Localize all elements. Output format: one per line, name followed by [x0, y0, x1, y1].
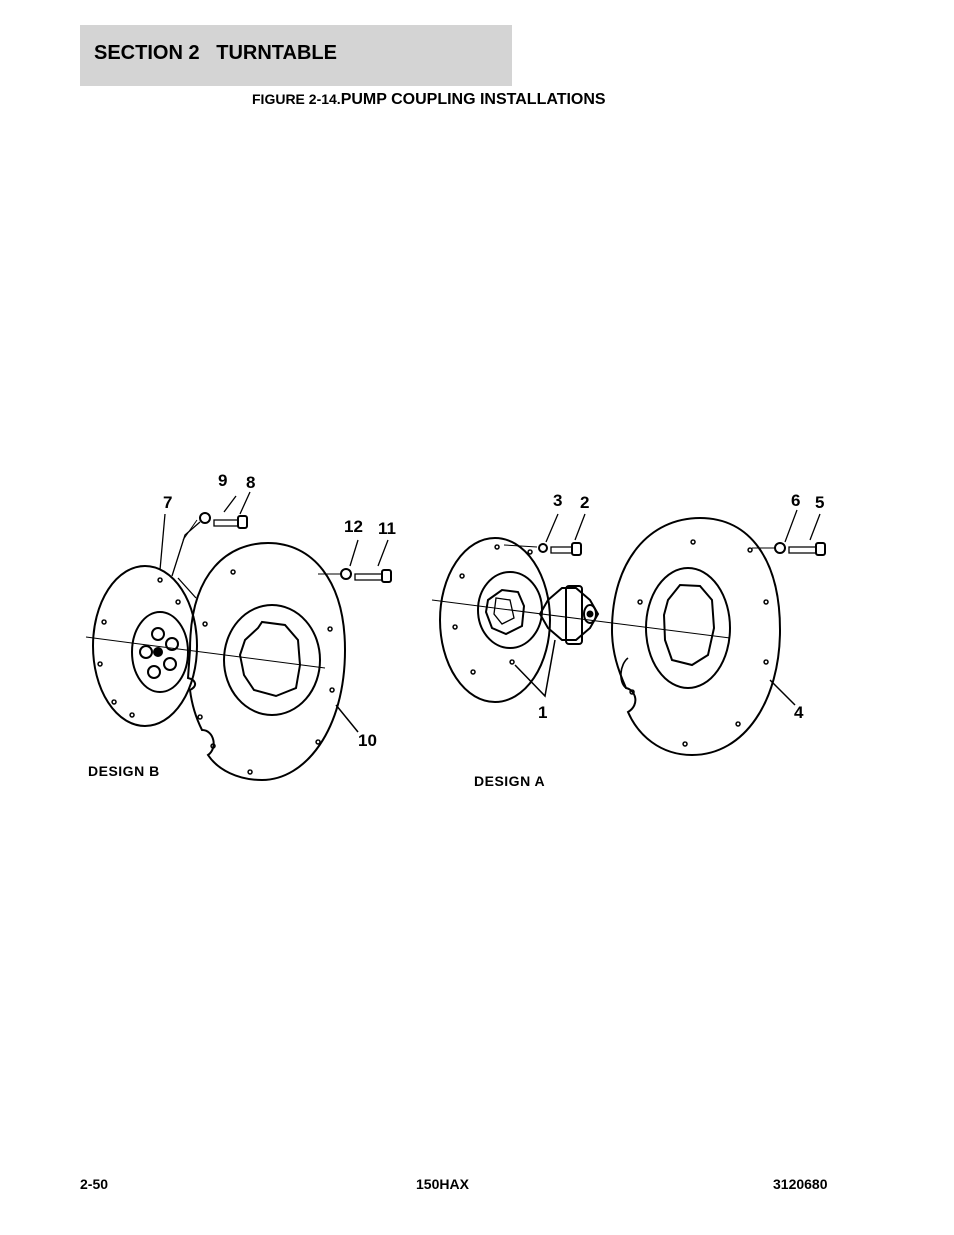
design-a-drive-disc — [610, 516, 782, 757]
callout-12: 12 — [344, 517, 363, 536]
model-name: 150HAX — [416, 1176, 469, 1192]
page-number: 2-50 — [80, 1176, 109, 1192]
design-a-screw-5 — [752, 509, 826, 556]
figure-number: FIGURE 2-14. — [252, 91, 341, 107]
section-header: SECTION 2 TURNTABLE — [80, 25, 512, 86]
pump-coupling-drawing: 7 9 8 12 11 10 3 2 6 5 1 4 DESIGN B DESI… — [85, 471, 826, 789]
callout-5: 5 — [815, 493, 824, 512]
design-b-screw-11 — [223, 491, 392, 583]
callout-11: 11 — [378, 519, 396, 538]
callout-8: 8 — [246, 473, 255, 492]
callout-1: 1 — [538, 703, 547, 722]
figure-caption: FIGURE 2-14.PUMP COUPLING INSTALLATIONS — [252, 91, 606, 109]
callout-10: 10 — [358, 731, 377, 750]
figure-title: PUMP COUPLING INSTALLATIONS — [340, 91, 606, 108]
design-a-spider-coupling — [538, 585, 600, 645]
design-b-hub-plate — [92, 565, 198, 727]
callout-6: 6 — [791, 491, 800, 510]
callout-4: 4 — [794, 703, 804, 722]
callout-7: 7 — [163, 493, 172, 512]
document-number: 3120680 — [773, 1176, 828, 1192]
design-a-label: DESIGN A — [474, 773, 545, 789]
callout-3: 3 — [553, 491, 562, 510]
design-a-hub-plate — [439, 537, 551, 703]
design-b-label: DESIGN B — [88, 763, 160, 779]
section-title: SECTION 2 TURNTABLE — [94, 42, 337, 64]
design-b-drive-disc — [186, 541, 347, 782]
design-a-screw-2 — [503, 513, 586, 556]
design-b-screw-8 — [182, 512, 248, 541]
callout-2: 2 — [580, 493, 589, 512]
callout-9: 9 — [218, 471, 227, 490]
